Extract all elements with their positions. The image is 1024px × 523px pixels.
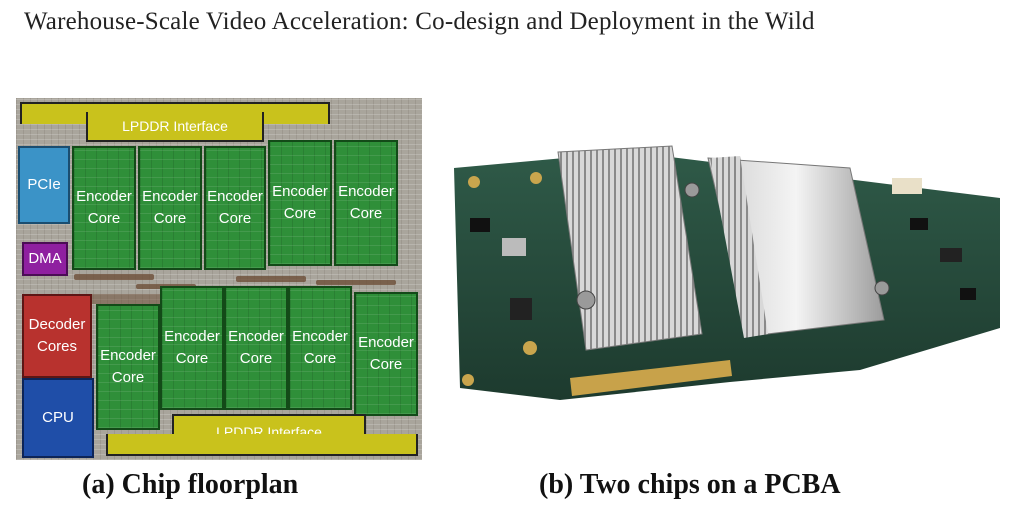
- die-texture: [316, 280, 396, 285]
- encoder-core: Encoder Core: [224, 286, 288, 410]
- encoder-label-line2: Core: [175, 350, 209, 367]
- encoder-label-line2: Core: [283, 205, 317, 222]
- mount-hole-icon: [468, 176, 480, 188]
- encoder-core: Encoder Core: [268, 140, 332, 266]
- figure-caption-b: (b) Two chips on a PCBA: [539, 469, 841, 500]
- component: [910, 218, 928, 230]
- screw-icon: [874, 280, 890, 296]
- component: [892, 178, 922, 194]
- component: [940, 248, 962, 262]
- decoder-label-line2: Cores: [36, 338, 77, 355]
- running-header: Warehouse-Scale Video Acceleration: Co-d…: [24, 8, 815, 35]
- encoder-label-line1: Encoder: [164, 328, 220, 345]
- encoder-core: Encoder Core: [96, 304, 160, 430]
- encoder-label-line1: Encoder: [142, 188, 198, 205]
- encoder-core: Encoder Core: [354, 292, 418, 416]
- component: [502, 238, 526, 256]
- encoder-label-line1: Encoder: [228, 328, 284, 345]
- decoder-cores-block: Decoder Cores: [22, 294, 92, 378]
- encoder-label-line1: Encoder: [338, 183, 394, 200]
- encoder-label-line2: Core: [87, 210, 121, 227]
- component: [960, 288, 976, 300]
- screw-icon: [684, 182, 700, 198]
- encoder-core: Encoder Core: [72, 146, 136, 270]
- encoder-label-line1: Encoder: [272, 183, 328, 200]
- die-texture: [236, 276, 306, 282]
- figure-caption-a: (a) Chip floorplan: [82, 469, 299, 500]
- encoder-core: Encoder Core: [160, 286, 224, 410]
- encoder-label-line1: Encoder: [207, 188, 263, 205]
- encoder-label-line2: Core: [153, 210, 187, 227]
- component: [470, 218, 490, 232]
- encoder-label-line2: Core: [111, 369, 145, 386]
- encoder-core: Encoder Core: [288, 286, 352, 410]
- screw-icon: [576, 290, 596, 310]
- mount-hole-icon: [523, 341, 537, 355]
- encoder-core: Encoder Core: [138, 146, 202, 270]
- decoder-label-line1: Decoder: [28, 316, 86, 333]
- encoder-label-line2: Core: [349, 205, 383, 222]
- encoder-label-line2: Core: [218, 210, 252, 227]
- encoder-label-line2: Core: [303, 350, 337, 367]
- die-texture: [68, 294, 188, 304]
- encoder-label-line1: Encoder: [358, 334, 414, 351]
- encoder-label-line1: Encoder: [100, 347, 156, 364]
- encoder-core: Encoder Core: [334, 140, 398, 266]
- lpddr-interface-top-label: LPDDR Interface: [86, 112, 264, 142]
- edge-connector: [570, 360, 732, 396]
- encoder-label-line1: Encoder: [76, 188, 132, 205]
- encoder-label-line2: Core: [239, 350, 273, 367]
- die-texture: [74, 274, 154, 280]
- chip-floorplan-figure: LPDDR Interface PCIe DMA Decoder Cores C…: [16, 98, 422, 460]
- component: [510, 298, 532, 320]
- pcie-block: PCIe: [18, 146, 70, 224]
- encoder-label-line1: Encoder: [292, 328, 348, 345]
- mount-hole-icon: [530, 172, 542, 184]
- lpddr-interface-bottom: [106, 434, 418, 456]
- cpu-block: CPU: [22, 378, 94, 458]
- dma-block: DMA: [22, 242, 68, 276]
- encoder-core: Encoder Core: [204, 146, 266, 270]
- mount-hole-icon: [462, 374, 474, 386]
- heatsink-right-fins: [710, 156, 768, 338]
- pcba-photo: [454, 145, 1000, 400]
- encoder-label-line2: Core: [369, 356, 403, 373]
